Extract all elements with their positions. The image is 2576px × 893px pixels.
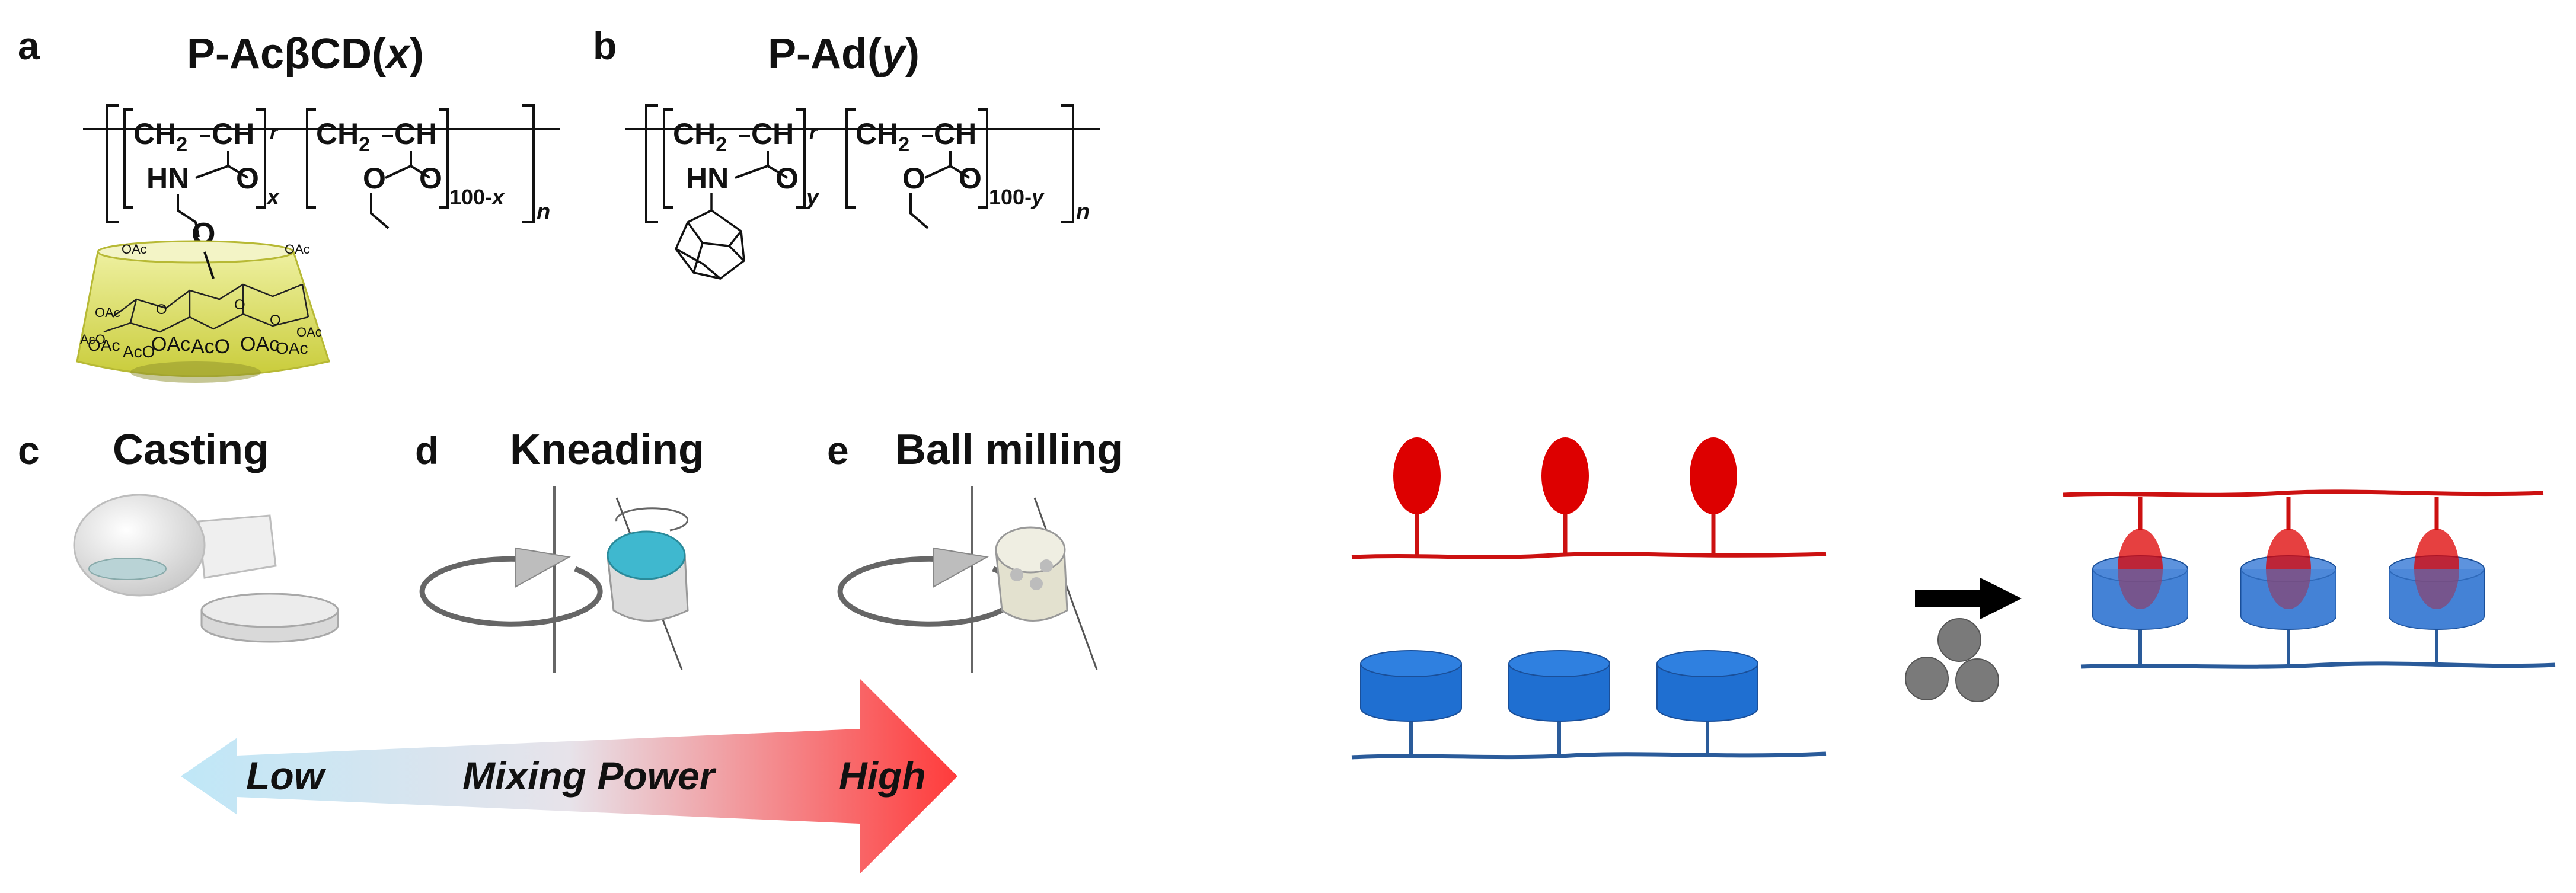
unit1-ch2: CH2 [133, 117, 187, 156]
n-subscript-a: n [537, 200, 550, 225]
cd-label-o-2: O [234, 297, 245, 313]
cd-label-oac-5: OAc [240, 333, 279, 356]
cd-label-oac-7: OAc [296, 325, 322, 340]
ethyl-chain-a [370, 193, 390, 229]
unit2-ch: CH [394, 117, 437, 151]
cd-label-oac-6: OAc [276, 339, 308, 357]
cd-label-o-3: O [270, 312, 281, 328]
panel-e-title: Ball milling [895, 426, 1123, 473]
panel-a: a P-AcβCD(x) CH2 CH HN O r x CH2 CH O O … [18, 24, 560, 383]
host-polymer-chain-bottom [2080, 661, 2556, 669]
panel-c-letter: c [18, 428, 40, 472]
panel-d: d Kneading [415, 426, 704, 673]
ball-mill-jar-icon [995, 526, 1068, 622]
unit2b-ester-o: O [902, 162, 925, 195]
unit2-ester-o: O [363, 162, 386, 195]
cyclodextrin-host-icon [1508, 650, 1610, 677]
inclusion-complex [2240, 497, 2336, 665]
cd-label-oac-1: OAc [122, 242, 147, 257]
panel-d-title: Kneading [510, 426, 704, 473]
cd-label-oac-4: OAc [151, 333, 190, 356]
unit2-bracket-left [306, 108, 316, 209]
n-subscript-b: n [1076, 200, 1090, 225]
process-arrow [1915, 578, 2022, 619]
panel-a-letter: a [18, 24, 40, 68]
cd-label-oac-3: OAc [88, 336, 120, 354]
rotation-arrow-icon-e [837, 556, 1021, 627]
cyclodextrin-host-icon [1656, 650, 1758, 677]
inclusion-complex [2092, 497, 2188, 665]
unit2b-ch: CH [934, 117, 976, 151]
panel-d-letter: d [415, 428, 439, 472]
unit2-bracket-right [439, 108, 449, 209]
unit2b-carbonyl-o: O [959, 162, 982, 195]
cd-label-o-1: O [156, 302, 167, 318]
y-subscript: y [805, 185, 820, 210]
panel-b-letter: b [593, 24, 617, 68]
rotation-arrow-icon [419, 556, 603, 627]
unit2b-ch2: CH2 [856, 117, 909, 156]
unit2-carbonyl-o: O [419, 162, 442, 195]
guest-polymer-chain-top [2063, 489, 2544, 497]
panel-e: e Ball milling [827, 426, 1123, 673]
panel-b-title: P-Ad(y) [768, 30, 920, 78]
flask-icon [73, 494, 277, 597]
unit1-bracket-left [123, 108, 133, 209]
adamantane-guest-icon [1393, 437, 1441, 514]
panel-c: c Casting [18, 426, 339, 643]
sub-100x: 100-x [449, 185, 505, 209]
host-unit [1508, 650, 1610, 756]
gradient-arrow-shape [181, 678, 957, 874]
cyclodextrin-host-icon [1360, 650, 1462, 677]
unit1-ch: CH [212, 117, 254, 151]
r-label-a: r [270, 121, 279, 144]
unit1-carbonyl-o: O [236, 162, 259, 195]
guest-unit [1541, 437, 1589, 556]
unit1-hn: HN [146, 162, 189, 195]
kneading-container-icon [607, 507, 689, 622]
panel-c-title: Casting [113, 426, 269, 473]
low-label: Low [246, 754, 327, 798]
inclusion-complex [2389, 497, 2485, 665]
x-subscript: x [266, 185, 280, 210]
cd-label-aco-1: AcO [123, 343, 155, 361]
guest-unit [1393, 437, 1441, 556]
guest-unit [1690, 437, 1737, 556]
mixing-power-arrow: Low Mixing Power High [181, 678, 957, 874]
adamantane-guest-icon [1690, 437, 1737, 514]
unit1b-carbonyl-o: O [775, 162, 799, 195]
sub-100y: 100-y [989, 185, 1045, 209]
acetylated-cyclodextrin: OAc OAc OAc AcO OAc AcO OAc OAc OAc OAc … [76, 240, 330, 383]
unit1-bracket-right [256, 108, 266, 209]
cd-linker [177, 194, 200, 238]
mixing-power-label: Mixing Power [462, 754, 717, 798]
high-label: High [839, 754, 926, 798]
cd-label-aco-3: AcO [80, 332, 106, 347]
unit1b-ch: CH [751, 117, 794, 151]
cd-label-aco-2: AcO [191, 335, 230, 358]
cd-label-oac-8: OAc [95, 305, 120, 320]
panel-e-letter: e [827, 428, 849, 472]
adamantane-guest-icon [1541, 437, 1589, 514]
unit1b-hn: HN [686, 162, 729, 195]
r-label-b: r [809, 121, 818, 144]
petri-dish-icon [200, 593, 339, 643]
outer-bracket-right [522, 104, 535, 223]
schematic-before [1351, 437, 1827, 760]
panel-b: b P-Ad(y) CH2 CH HN O r y CH2 CH O O [593, 24, 1100, 280]
unit1b-ch2: CH2 [673, 117, 727, 156]
host-unit [1656, 650, 1758, 756]
guest-polymer-chain [1351, 552, 1827, 559]
outer-bracket-left [106, 104, 119, 223]
cd-label-oac-2: OAc [285, 242, 310, 257]
panel-a-title: P-AcβCD(x) [187, 30, 424, 78]
host-unit [1360, 650, 1462, 756]
adamantane-group [674, 193, 745, 280]
unit2-ch2: CH2 [316, 117, 370, 156]
milling-balls-icon [1905, 618, 1999, 702]
host-polymer-chain [1351, 751, 1827, 760]
schematic-after [2063, 489, 2556, 669]
